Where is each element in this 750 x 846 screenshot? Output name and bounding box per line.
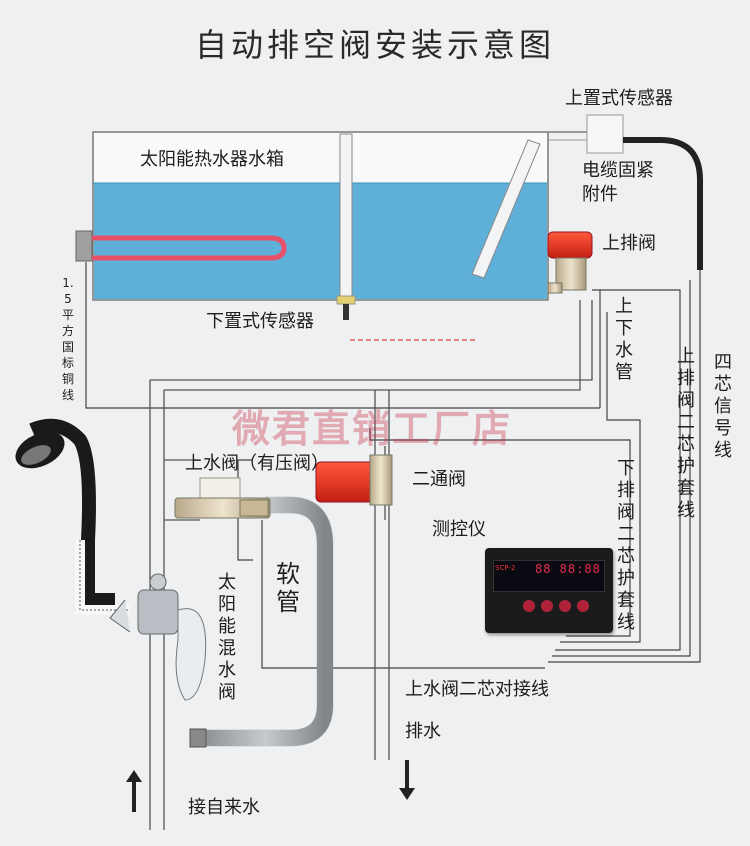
label-hose: 软管 [276,560,300,616]
label-two-way-valve: 二通阀 [412,469,466,490]
controller-display: 88 88:88 [535,562,601,576]
label-inlet-cable: 上水阀二芯对接线 [405,679,549,700]
controller-button [559,600,571,612]
label-drain: 排水 [405,721,441,742]
watermark: 微君直销工厂店 [232,407,513,451]
controller-button [523,600,535,612]
controller-device: 88 88:88 SCP-2 [485,548,613,633]
label-upper-drain-valve: 上排阀 [602,233,656,254]
controller-screen [493,560,605,592]
label-water-pipe: 上下水管 [615,296,633,383]
upper-drain-valve [547,231,593,294]
label-controller: 测控仪 [432,519,486,540]
hose [205,497,333,746]
water-tank [92,131,549,301]
two-way-valve [315,454,393,506]
mixing-valve [109,573,207,701]
flow-arrows [126,760,415,812]
upper-sensor-rod [471,139,541,279]
water-pipes [149,300,593,830]
lower-sensor [336,133,356,320]
label-upper-valve-cable: 上排阀二芯护套线 [677,346,695,521]
controller-model: SCP-2 [495,564,516,572]
label-lower-sensor: 下置式传感器 [206,311,314,332]
wiring [85,262,701,669]
label-cable-fitting: 电缆固紧附件 [582,160,654,205]
controller-button [577,600,589,612]
signal-cable-top [623,137,703,270]
label-upper-sensor: 上置式传感器 [565,88,673,109]
label-tank: 太阳能热水器水箱 [140,149,284,170]
label-four-core-signal: 四芯信号线 [714,352,732,461]
inlet-valve [174,477,271,519]
label-lower-valve-cable: 下排阀二芯护套线 [617,458,635,633]
label-wire-spec: 1.5平方国标铜线 [61,276,74,402]
heating-element [75,230,287,262]
label-tap-water: 接自来水 [188,797,260,818]
label-inlet-valve: 上水阀（有压阀） [185,453,329,474]
upper-sensor-housing [586,114,624,154]
label-mixing-valve: 太阳能混水阀 [218,572,236,703]
controller-button [541,600,553,612]
shower-head [15,418,130,615]
diagram-title: 自动排空阀安装示意图 [194,26,555,64]
